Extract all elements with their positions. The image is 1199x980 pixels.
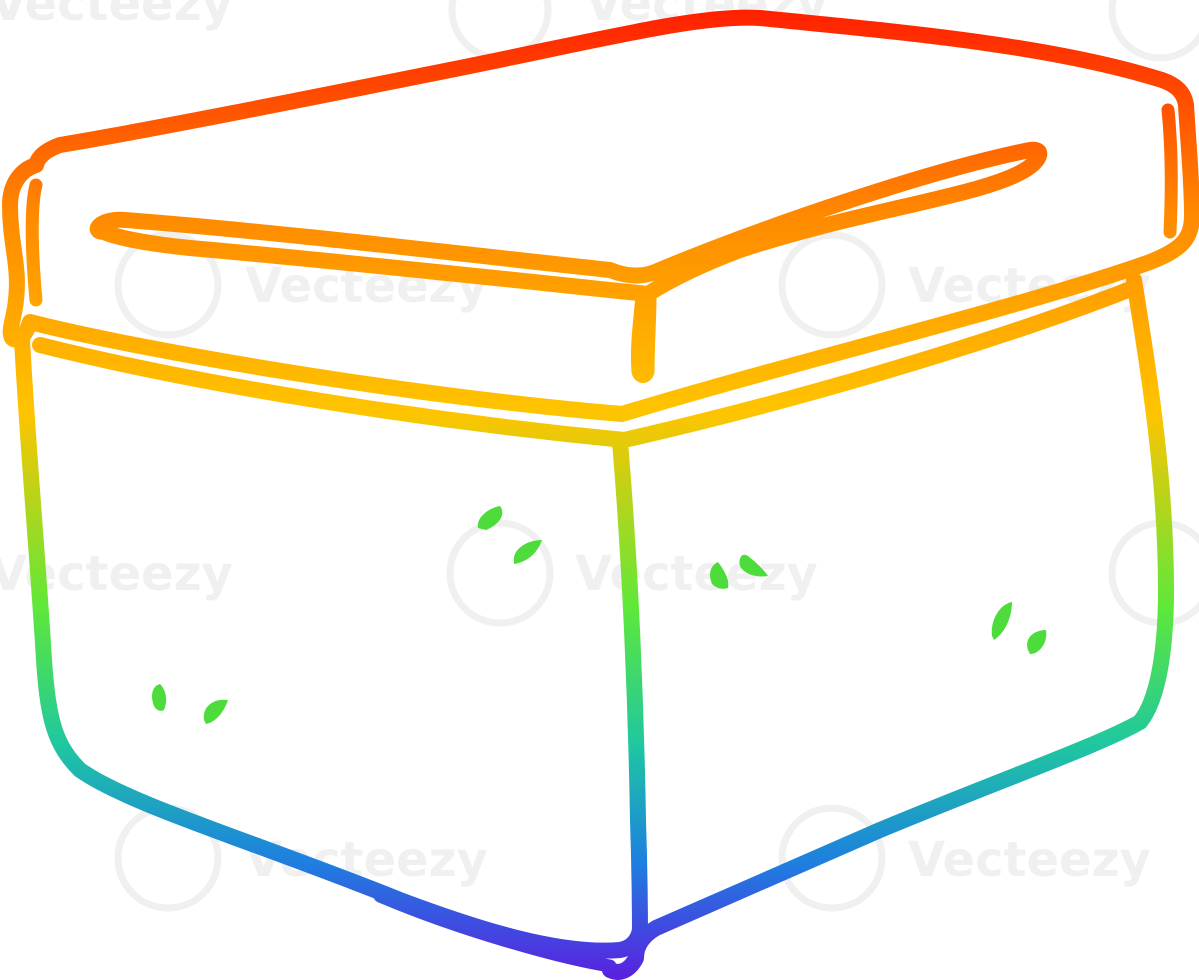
watermark-top-left: Vecteezy <box>0 0 233 32</box>
highlight-dash <box>513 540 542 564</box>
watermark-logo-icon <box>778 231 886 339</box>
highlight-dash <box>710 562 729 589</box>
watermark-logo-icon <box>1108 519 1199 627</box>
watermark-text: Vecteezy <box>908 832 1151 888</box>
watermark-text: Vecteezy <box>0 0 233 32</box>
watermark-logo-icon <box>446 519 554 627</box>
lid-front-notch <box>630 289 657 383</box>
highlight-dash <box>1027 630 1047 654</box>
box-body-front-edge <box>612 434 648 948</box>
highlight-dash <box>203 699 228 724</box>
box-body-bottom-edge <box>373 889 617 973</box>
lid-outline <box>2 9 1199 422</box>
watermark-logo-icon <box>778 804 886 912</box>
watermark-row3-right <box>1108 519 1199 627</box>
watermark-row3-center: Vecteezy <box>446 519 818 627</box>
highlight-dash <box>991 602 1012 640</box>
lid-right-edge <box>1161 103 1178 239</box>
box-top-front-edge <box>32 282 1136 448</box>
box <box>2 9 1199 980</box>
lid-top-inner-edge <box>25 178 43 307</box>
highlight-dashes <box>152 506 1047 724</box>
lid-rim-line <box>89 141 1048 302</box>
highlight-dash <box>477 506 503 530</box>
watermark-row4-right: Vecteezy <box>778 804 1151 912</box>
watermark-top-right <box>1108 0 1199 62</box>
highlight-dash <box>152 684 167 711</box>
watermark-logo-icon <box>114 231 222 339</box>
highlight-dash <box>739 554 768 577</box>
box-body-left-edge <box>14 332 648 959</box>
watermark-text: Vecteezy <box>575 546 818 602</box>
box-body-right-edge <box>602 272 1174 980</box>
watermark-logo-icon <box>1108 0 1199 62</box>
